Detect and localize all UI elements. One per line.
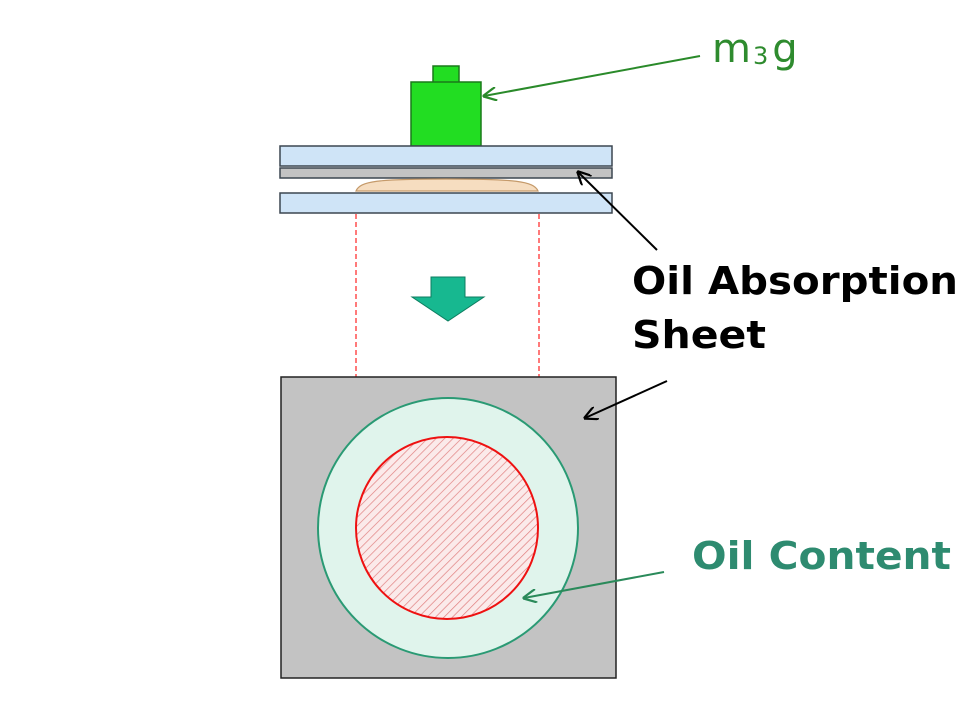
weight xyxy=(410,65,482,147)
sheet-label-arrow-top xyxy=(585,380,668,418)
oil-absorption-sheet-label-line2: Sheet xyxy=(632,313,766,357)
mass-label-arrow xyxy=(484,55,701,96)
top-glass-plate xyxy=(279,145,613,167)
oil-content-label-arrow xyxy=(524,571,665,598)
down-arrow-icon xyxy=(410,276,486,322)
oil-absorption-sheet-label-line1: Oil Absorption xyxy=(632,259,958,303)
sample-area-circle xyxy=(355,436,539,620)
sample-side xyxy=(355,178,539,192)
weight-body xyxy=(410,81,482,147)
bottom-glass-plate xyxy=(279,192,613,214)
oil-absorption-sheet-side xyxy=(279,167,613,179)
sheet-label-arrow-side xyxy=(578,172,658,251)
press-stack-side-view xyxy=(279,145,613,214)
oil-content-label: Oil Content xyxy=(692,534,951,578)
weight-knob xyxy=(432,65,460,84)
